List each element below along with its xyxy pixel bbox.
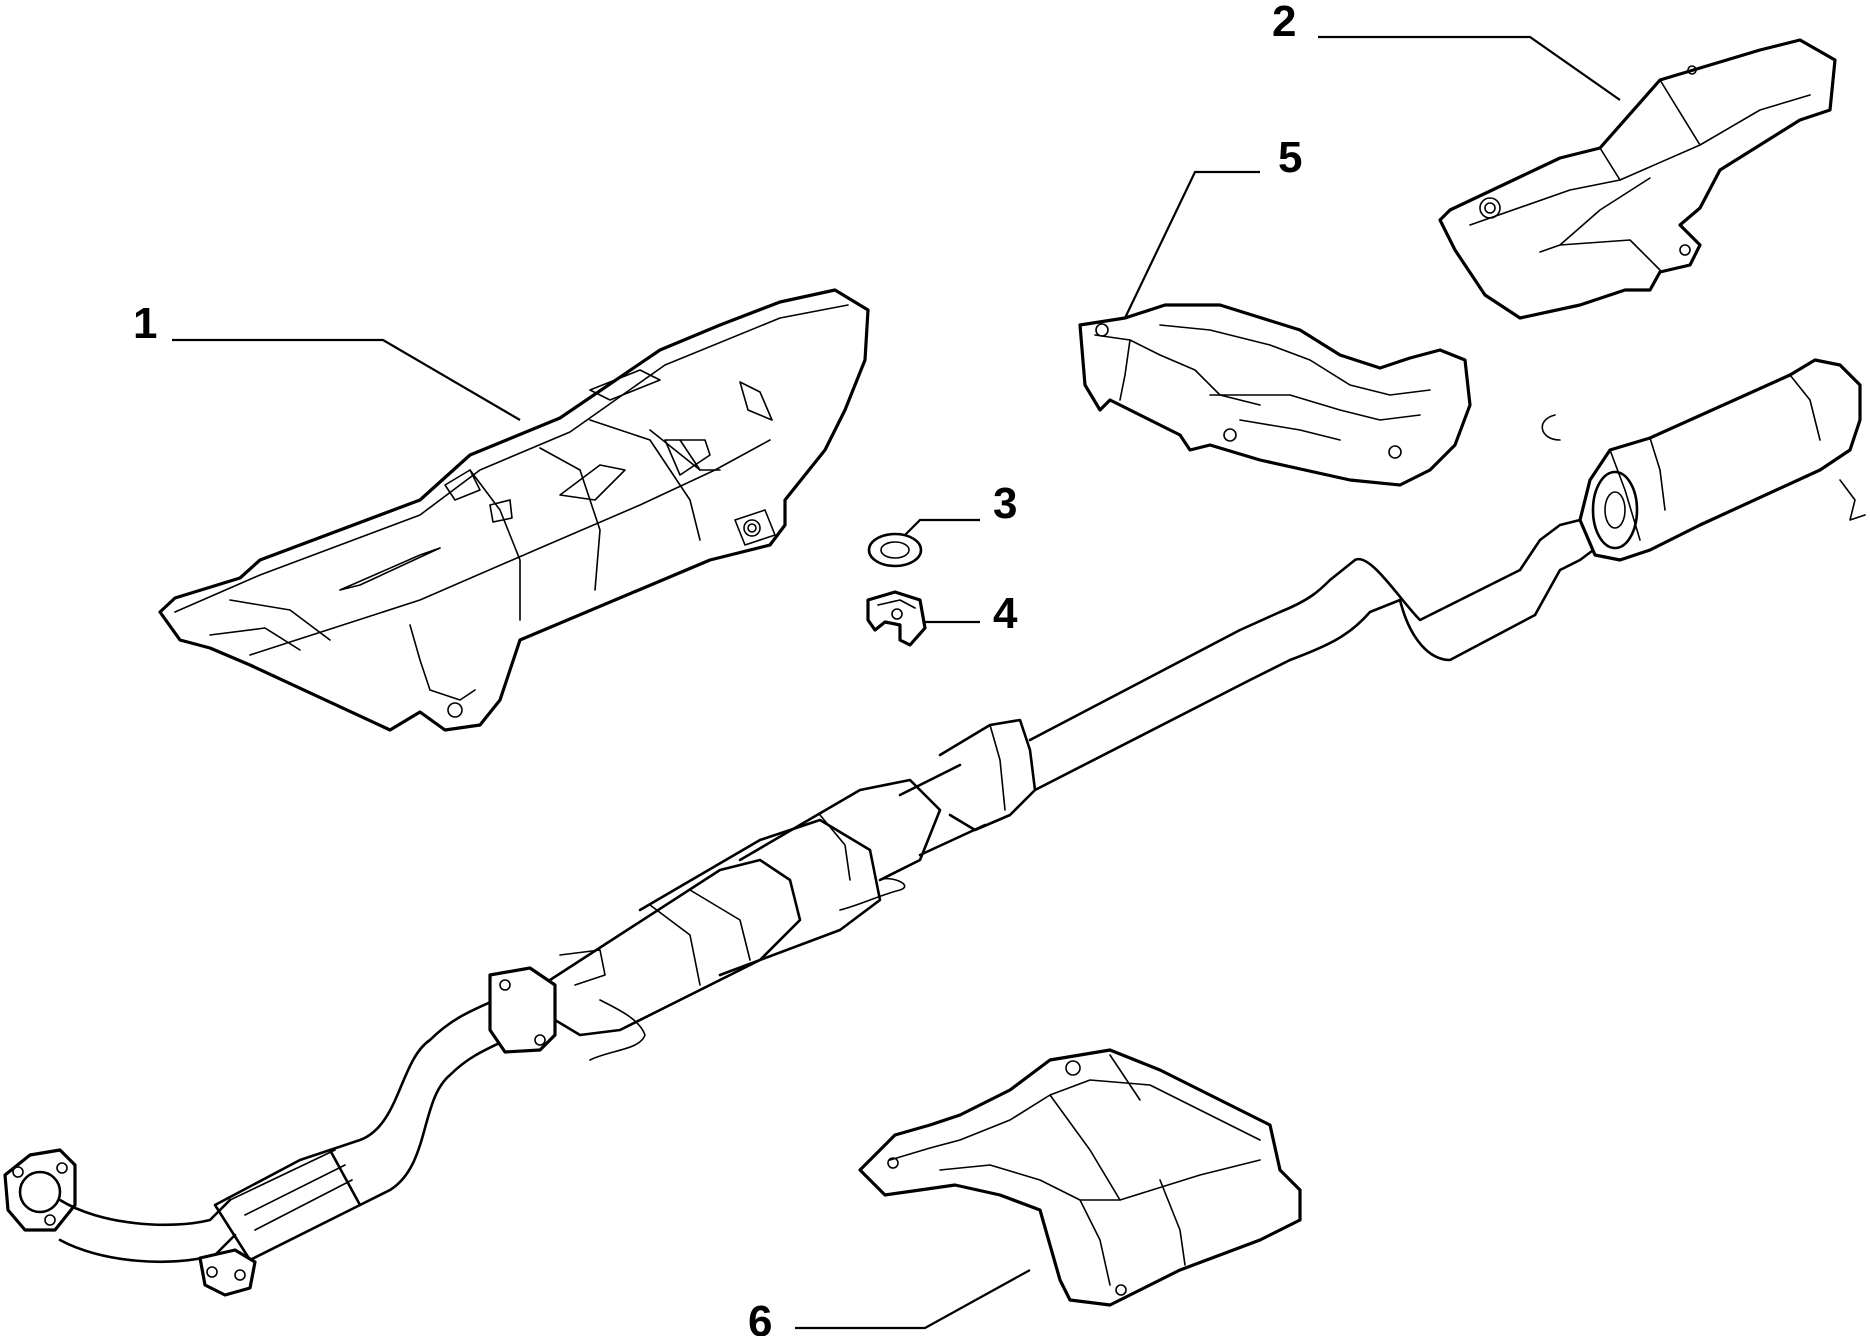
callout-4: 4 (993, 589, 1018, 638)
part-6-heat-shield[interactable] (858, 1048, 1302, 1307)
callout-5: 5 (1278, 133, 1302, 182)
part-5-heat-shield[interactable] (1078, 303, 1472, 487)
leader-lines (172, 35, 1621, 1330)
callout-6: 6 (748, 1297, 772, 1336)
exhaust-system[interactable] (3, 358, 1866, 1297)
part-2-heat-shield[interactable] (1438, 38, 1837, 320)
part-4-clip[interactable] (866, 590, 927, 647)
part-1-heat-shield[interactable] (158, 288, 870, 732)
leader-3 (904, 518, 980, 536)
part-3-washer[interactable] (867, 532, 923, 568)
callout-3: 3 (993, 479, 1017, 528)
leader-5 (1124, 170, 1260, 319)
callout-1: 1 (133, 299, 157, 348)
leader-6 (795, 1269, 1031, 1330)
callout-2: 2 (1272, 0, 1296, 46)
leader-1 (172, 338, 521, 421)
leader-2 (1318, 35, 1621, 101)
